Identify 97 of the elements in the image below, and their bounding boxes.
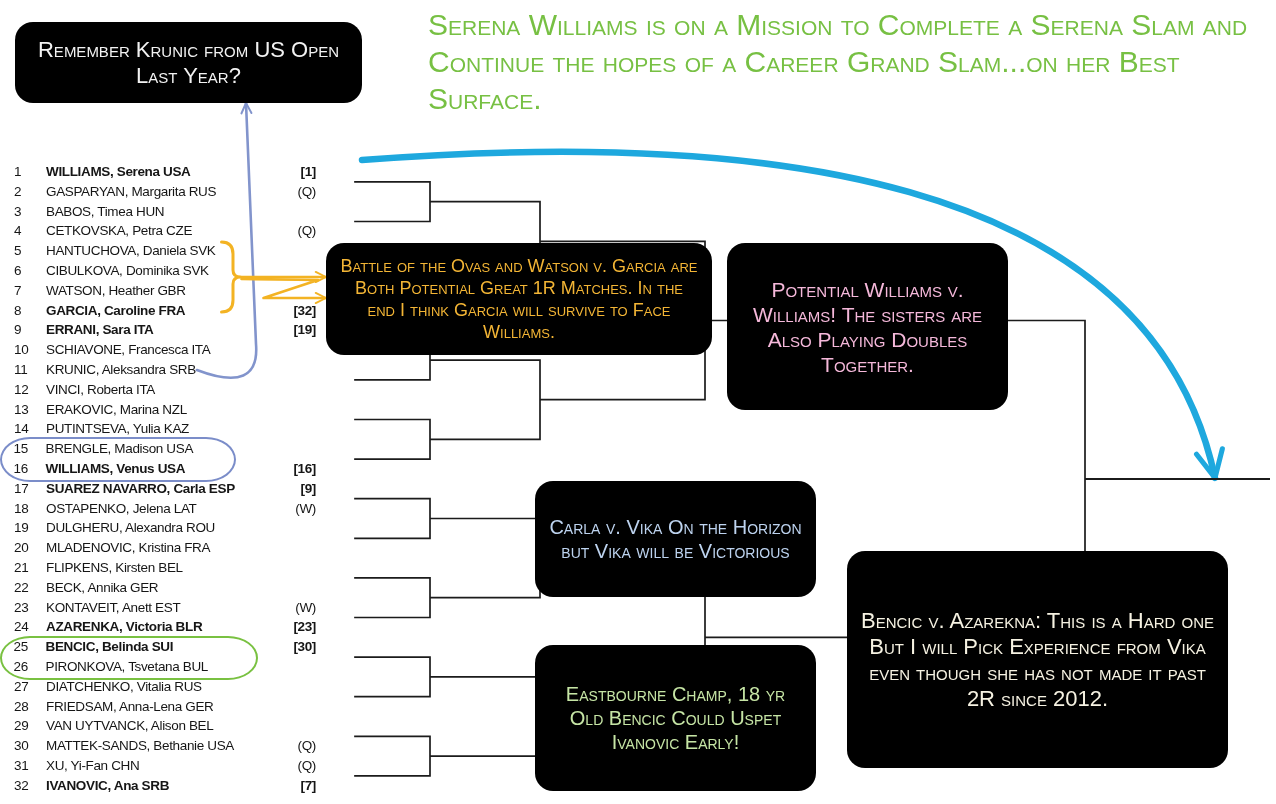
callout-box [15, 22, 362, 103]
player-name: WILLIAMS, Serena USA [46, 163, 191, 181]
row-number: 9 [14, 321, 22, 340]
row-number: 32 [14, 776, 29, 795]
player-name: BECK, Annika GER [46, 578, 159, 597]
player-name: WATSON, Heather GBR [46, 281, 186, 300]
curved-arrow [358, 148, 1222, 482]
player-name: SCHIAVONE, Francesca ITA [46, 341, 211, 360]
seed-label: [23] [293, 618, 316, 637]
player-name: OSTAPENKO, Jelena LAT [46, 499, 197, 518]
row-number: 16 [13, 459, 28, 478]
player-name: BABOS, Timea HUN [46, 202, 165, 221]
row-number: 31 [14, 757, 29, 775]
seed-label: (Q) [297, 222, 316, 241]
callout-box [727, 243, 1008, 410]
player-name: IVANOVIC, Ana SRB [46, 776, 170, 795]
row-number: 29 [14, 717, 29, 736]
callout-text: Eastbourne Champ, 18 yr Old Bencic Could Uspet Ivanovic Early! [564, 682, 787, 754]
title: Serena Williams is on a Mission to Complete a Serena Slam and Continue the hopes of a Career Grand Slam...on her Best Surface. [428, 7, 1249, 117]
callout-text: Battle of the Ovas and Watson v. Garcia are Both Potential Great 1R Matches. In the end I think Garcia will survive to Face Williams. [340, 255, 698, 343]
player-name: KRUNIC, Aleksandra SRB [46, 361, 196, 379]
player-name: AZARENKA, Victoria BLR [46, 618, 203, 637]
player-name: SUAREZ NAVARRO, Carla ESP [46, 479, 235, 498]
player-name: FLIPKENS, Kirsten BEL [46, 559, 183, 577]
row-number: 19 [14, 519, 29, 538]
final-slot-line [1085, 477, 1270, 480]
row-number: 15 [13, 439, 28, 458]
seed-label: [7] [300, 776, 316, 795]
row-number: 21 [14, 559, 29, 577]
curly-brace [219, 240, 242, 314]
player-name: DULGHERU, Alexandra ROU [46, 519, 215, 538]
callout-text: Carla v. Vika On the Horizon but Vika will be Victorious [549, 515, 802, 563]
row-number: 27 [14, 677, 29, 696]
row-number: 26 [13, 657, 28, 676]
row-number: 8 [14, 301, 22, 320]
row-number: 12 [14, 380, 29, 399]
arrow [240, 271, 328, 283]
player-name: KONTAVEIT, Anett EST [46, 598, 181, 617]
player-name: ERRANI, Sara ITA [46, 321, 154, 340]
row-number: 25 [13, 637, 28, 656]
row-number: 3 [14, 202, 22, 221]
callout-text: Bencic v. Azarekna: This is a Hard one But I will Pick Experience from Vika even though she has not made it past 2R since 2012. [861, 607, 1214, 712]
player-name: CIBULKOVA, Dominika SVK [46, 262, 209, 280]
zigzag-arrow [240, 277, 328, 304]
player-name: XU, Yi-Fan CHN [46, 757, 140, 775]
player-name: MLADENOVIC, Kristina FRA [46, 539, 211, 558]
player-name: BRENGLE, Madison USA [45, 439, 194, 458]
row-number: 17 [14, 479, 29, 498]
callout-box [535, 645, 816, 791]
seed-label: [32] [293, 301, 316, 320]
player-name: GARCIA, Caroline FRA [46, 301, 186, 320]
seed-label: (W) [295, 598, 316, 617]
row-number: 6 [14, 262, 22, 280]
player-name: VAN UYTVANCK, Alison BEL [46, 717, 214, 736]
player-name: MATTEK-SANDS, Bethanie USA [46, 737, 234, 756]
seed-label: (Q) [297, 182, 316, 201]
seed-label: [16] [293, 460, 316, 478]
row-number: 5 [14, 242, 22, 261]
callout-box [535, 481, 816, 597]
player-name: PUTINTSEVA, Yulia KAZ [46, 420, 189, 439]
row-number: 4 [14, 222, 22, 241]
player-name: GASPARYAN, Margarita RUS [46, 182, 217, 201]
callout-box [847, 551, 1228, 768]
row-number: 10 [14, 341, 29, 360]
seed-label: (W) [295, 499, 316, 518]
seed-label: [19] [293, 321, 316, 340]
row-number: 13 [14, 400, 29, 419]
row-number: 23 [14, 598, 29, 617]
row-number: 22 [14, 578, 29, 597]
player-name: HANTUCHOVA, Daniela SVK [46, 242, 216, 261]
row-number: 2 [14, 182, 22, 201]
row-number: 30 [14, 737, 29, 756]
seed-label: [9] [300, 479, 316, 498]
player-name: WILLIAMS, Venus USA [45, 459, 186, 478]
row-number: 11 [14, 361, 28, 379]
callout-box [326, 243, 712, 355]
seed-label: [1] [300, 163, 316, 181]
row-number: 28 [14, 697, 29, 716]
row-number: 7 [14, 281, 22, 300]
callout-text: Potential Williams v. Williams! The sisters are Also Playing Doubles Together. [752, 276, 983, 377]
player-name: CETKOVSKA, Petra CZE [46, 222, 193, 241]
row-number: 14 [14, 420, 29, 439]
row-number: 18 [14, 499, 29, 518]
player-name: ERAKOVIC, Marina NZL [46, 400, 187, 419]
seed-label: (Q) [297, 737, 316, 756]
player-name: VINCI, Roberta ITA [46, 380, 155, 399]
player-name: BENCIC, Belinda SUI [45, 637, 174, 656]
player-name: PIRONKOVA, Tsvetana BUL [45, 657, 209, 676]
player-name: DIATCHENKO, Vitalia RUS [46, 677, 202, 696]
callout-text: Remember Krunic from US Open Last Year? [37, 36, 340, 89]
seed-label: (Q) [297, 757, 316, 775]
row-number: 24 [14, 618, 29, 637]
player-name: FRIEDSAM, Anna-Lena GER [46, 697, 214, 716]
curved-arrow [195, 101, 258, 380]
row-number: 1 [14, 163, 22, 181]
row-number: 20 [14, 539, 29, 558]
seed-label: [30] [293, 638, 316, 657]
